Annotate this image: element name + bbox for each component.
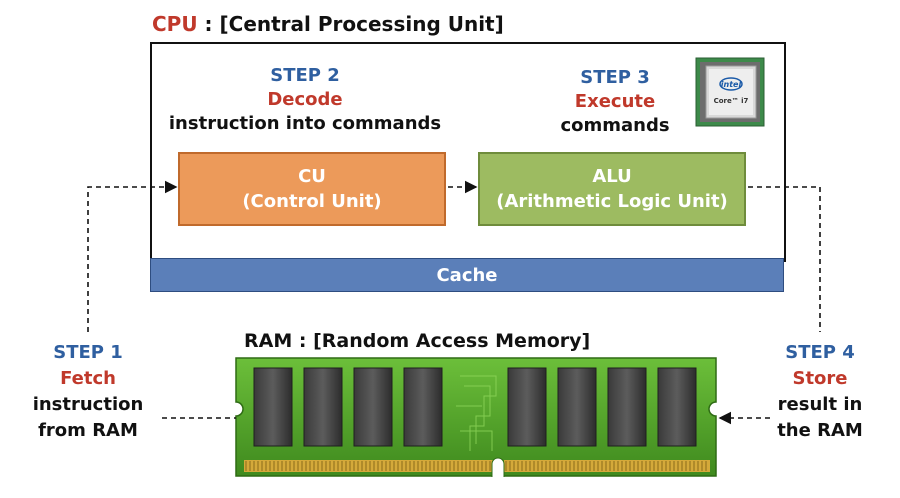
ram-chips-right <box>507 367 697 447</box>
intel-chip-icon: intel Core™ i7 <box>694 56 766 128</box>
step1-block: STEP 1 Fetch instruction from RAM <box>18 340 158 444</box>
cu-full-name: (Control Unit) <box>242 191 382 212</box>
store-connector <box>748 186 821 332</box>
ram-module-svg <box>235 357 717 477</box>
step3-description: commands <box>560 115 670 136</box>
step2-block: STEP 2 Decode instruction into commands <box>160 64 450 136</box>
step1-description-line2: from RAM <box>38 420 138 441</box>
alu-name: ALU <box>592 166 632 187</box>
alu-box: ALU (Arithmetic Logic Unit) <box>478 152 746 226</box>
step3-number: STEP 3 <box>580 67 650 88</box>
step4-action: Store <box>792 368 848 389</box>
ram-module-image <box>234 356 718 478</box>
chip-brand: intel <box>721 80 742 89</box>
step4-description-line2: the RAM <box>777 420 863 441</box>
cu-name: CU <box>298 166 326 187</box>
step3-block: STEP 3 Execute commands <box>500 66 730 138</box>
step4-description-line1: result in <box>777 394 863 415</box>
cache-label: Cache <box>436 264 498 286</box>
step1-number: STEP 1 <box>53 342 123 363</box>
step2-action: Decode <box>267 89 343 110</box>
alu-full-name: (Arithmetic Logic Unit) <box>496 191 728 212</box>
chip-model: Core™ i7 <box>714 97 749 105</box>
ram-gold-contacts <box>244 460 710 472</box>
step4-block: STEP 4 Store result in the RAM <box>750 340 890 444</box>
cache-bar: Cache <box>150 258 784 292</box>
cpu-title: CPU : [Central Processing Unit] <box>152 12 504 36</box>
fetch-connector <box>87 180 178 332</box>
step1-action: Fetch <box>60 368 116 389</box>
step2-description: instruction into commands <box>168 113 442 134</box>
step3-action: Execute <box>574 91 656 112</box>
step1-description-line1: instruction <box>32 394 144 415</box>
cu-box: CU (Control Unit) <box>178 152 446 226</box>
ram-chips-left <box>253 367 443 447</box>
cpu-full-name: : [Central Processing Unit] <box>197 12 504 36</box>
cpu-abbr: CPU <box>152 12 198 36</box>
step4-number: STEP 4 <box>785 342 855 363</box>
ram-title: RAM : [Random Access Memory] <box>244 330 591 352</box>
step2-number: STEP 2 <box>270 65 340 86</box>
